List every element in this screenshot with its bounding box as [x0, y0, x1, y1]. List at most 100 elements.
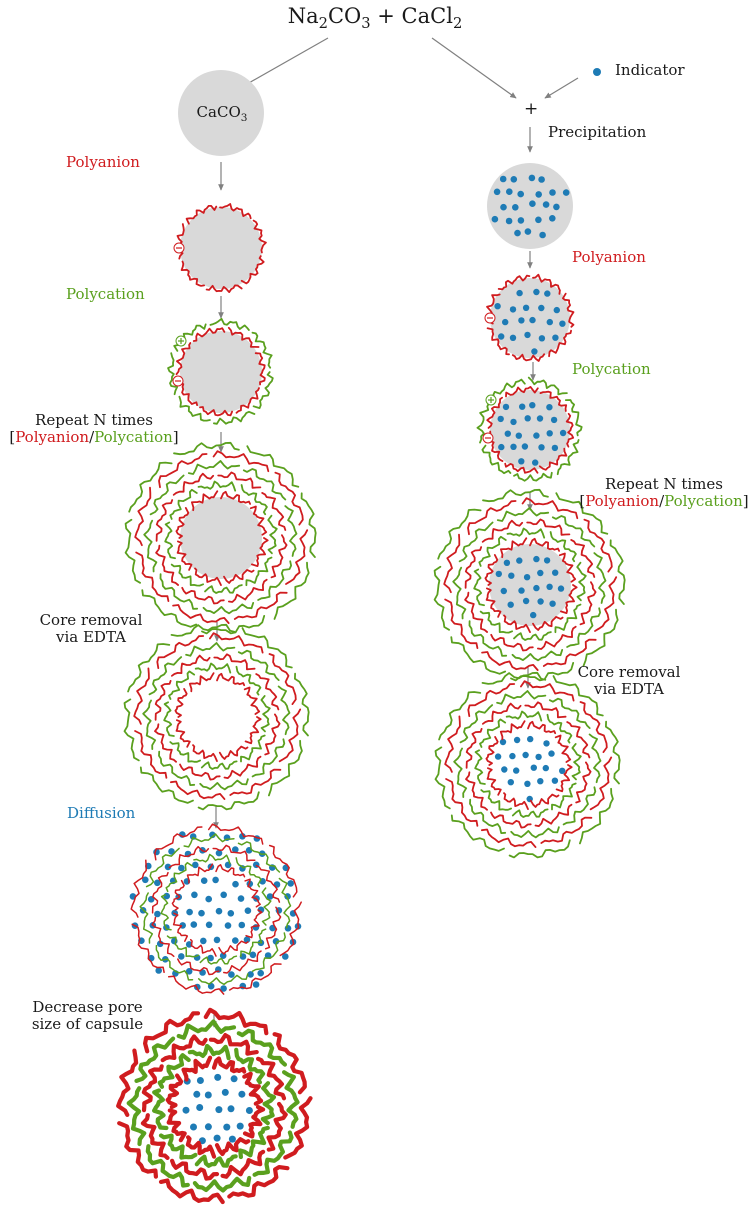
- indicator-particle: [493, 188, 501, 196]
- polyelectrolyte-strand: [213, 653, 256, 671]
- indicator-particle: [215, 849, 223, 857]
- polyelectrolyte-strand: [482, 702, 522, 725]
- polyelectrolyte-strand: [145, 847, 180, 888]
- polyelectrolyte-strand: [458, 521, 494, 563]
- polyelectrolyte-strand: [261, 887, 272, 926]
- polyelectrolyte-strand: [268, 844, 298, 898]
- indicator-particle: [232, 846, 239, 853]
- indicator-particle: [513, 736, 521, 744]
- indicator-particle: [517, 217, 525, 224]
- polyelectrolyte-strand: [157, 1053, 191, 1089]
- polyelectrolyte-strand: [496, 690, 547, 705]
- polyelectrolyte-strand: [158, 1178, 225, 1205]
- polyelectrolyte-strand: [532, 616, 564, 631]
- polyelectrolyte-strand: [529, 793, 560, 808]
- left-repeat-label: Repeat N times [Polyanion/Polycation]: [9, 411, 179, 447]
- polyelectrolyte-strand: [185, 205, 218, 225]
- polyelectrolyte-strand: [480, 789, 512, 811]
- indicator-particle: [204, 1091, 212, 1099]
- polyelectrolyte-strand: [552, 675, 604, 717]
- polyelectrolyte-strand: [170, 623, 236, 637]
- polyelectrolyte-strand: [235, 665, 262, 696]
- polyelectrolyte-strand: [583, 518, 613, 573]
- indicator-particle: [546, 430, 553, 437]
- polyelectrolyte-strand: [131, 923, 165, 974]
- indicator-particle: [517, 190, 524, 198]
- polyelectrolyte-strand: [167, 975, 225, 995]
- precipitation-label: Precipitation: [548, 123, 647, 141]
- polyelectrolyte-strand: [529, 537, 560, 552]
- polyelectrolyte-strand: [189, 938, 217, 957]
- indicator-particle: [510, 443, 517, 450]
- legend-indicator-label: Indicator: [615, 61, 685, 79]
- indicator-particle: [533, 555, 540, 563]
- polyelectrolyte-strand: [158, 1133, 198, 1160]
- indicator-legend-dot: [593, 68, 601, 76]
- indicator-particle: [546, 318, 553, 326]
- indicator-particle: [228, 1135, 236, 1143]
- indicator-particle: [497, 415, 504, 423]
- polyelectrolyte-strand: [172, 912, 189, 942]
- plus-sign: +: [524, 99, 539, 119]
- polyelectrolyte-strand: [219, 203, 252, 220]
- reaction-title: Na2CO3 + CaCl2: [287, 4, 463, 33]
- indicator-particle: [529, 402, 536, 409]
- indicator-particle: [284, 925, 292, 932]
- polyelectrolyte-strand: [504, 462, 539, 474]
- polyelectrolyte-strand: [279, 901, 302, 957]
- indicator-particle: [516, 289, 523, 297]
- polyelectrolyte-strand: [465, 728, 483, 769]
- polyelectrolyte-strand: [133, 667, 150, 725]
- polyelectrolyte-strand: [257, 560, 292, 601]
- indicator-particle: [543, 740, 550, 747]
- polyelectrolyte-strand: [235, 387, 260, 414]
- polyelectrolyte-strand: [209, 632, 264, 654]
- indicator-particle: [501, 766, 508, 773]
- polyelectrolyte-strand: [211, 1056, 247, 1074]
- polyelectrolyte-strand: [538, 447, 568, 471]
- polyelectrolyte-strand: [126, 1086, 147, 1147]
- right-polyanion-capsule: [484, 273, 575, 362]
- indicator-particle: [227, 910, 235, 917]
- indicator-particle: [224, 922, 232, 929]
- polyelectrolyte-strand: [194, 567, 222, 586]
- right-multilayer-capsule: [433, 488, 626, 682]
- indicator-particle: [232, 880, 239, 888]
- process-arrow: [239, 37, 329, 89]
- polyelectrolyte-strand: [609, 539, 626, 605]
- polyelectrolyte-strand: [485, 587, 502, 618]
- indicator-particle: [236, 1122, 244, 1130]
- polyelectrolyte-strand: [134, 1036, 176, 1083]
- indicator-particle: [522, 597, 530, 605]
- polyelectrolyte-strand: [183, 833, 235, 848]
- process-arrow: [544, 77, 579, 99]
- polyelectrolyte-strand: [164, 521, 176, 560]
- polyelectrolyte-strand: [278, 877, 292, 929]
- indicator-particle: [553, 203, 560, 211]
- polyelectrolyte-strand: [151, 871, 169, 914]
- indicator-particle: [230, 1075, 238, 1083]
- indicator-particle: [509, 334, 517, 341]
- polyelectrolyte-strand: [264, 713, 281, 756]
- polyelectrolyte-strand: [534, 803, 573, 827]
- polyelectrolyte-strand: [220, 490, 251, 505]
- polyelectrolyte-strand: [160, 894, 172, 931]
- polyelectrolyte-strand: [565, 412, 575, 448]
- polyelectrolyte-strand: [199, 955, 238, 965]
- polyelectrolyte-strand: [251, 932, 286, 972]
- polyelectrolyte-strand: [594, 576, 618, 632]
- indicator-particle: [247, 971, 254, 978]
- right-repeat-label: Repeat N times [Polyanion/Polycation]: [579, 475, 749, 511]
- indicator-particle: [535, 191, 542, 198]
- polyelectrolyte-strand: [579, 787, 614, 845]
- indicator-particle: [232, 937, 239, 944]
- indicator-particle: [224, 861, 232, 869]
- polyelectrolyte-strand: [212, 844, 256, 862]
- polyelectrolyte-strand: [511, 649, 564, 662]
- indicator-particle: [193, 1090, 201, 1098]
- indicator-particle: [185, 968, 193, 975]
- indicator-particle: [549, 215, 556, 222]
- left-polyanion-label: Polyanion: [66, 153, 140, 171]
- polyelectrolyte-strand: [589, 756, 613, 811]
